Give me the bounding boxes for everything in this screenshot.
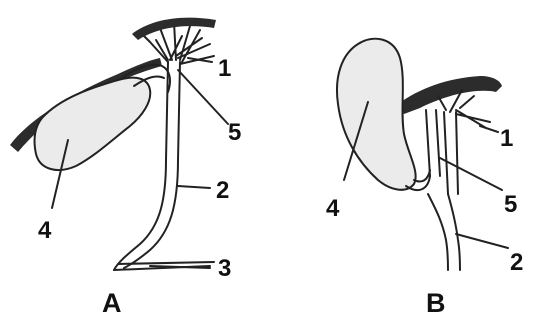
panel-label-a: A — [102, 288, 122, 318]
gallbladder-a — [34, 78, 150, 170]
label-b-2: 2 — [510, 249, 523, 276]
label-b-1: 1 — [500, 125, 513, 152]
panel-b: 1 5 4 2 B — [326, 39, 523, 318]
label-a-3: 3 — [218, 255, 231, 282]
common-bile-duct-b-wall-right — [448, 194, 460, 270]
common-bile-duct-b-wall-left — [428, 194, 448, 270]
leader-line-a-2 — [178, 186, 210, 188]
hepatic-duct-b-left — [426, 110, 440, 176]
panel-label-b: B — [426, 288, 446, 318]
leader-line-b-1 — [480, 126, 498, 132]
label-a-4: 4 — [38, 217, 52, 244]
label-b-4: 4 — [326, 195, 340, 222]
leader-line-b-2 — [456, 234, 508, 248]
hepatic-duct-b-right — [444, 112, 458, 194]
label-a-5: 5 — [228, 119, 241, 146]
label-b-5: 5 — [504, 191, 517, 218]
panel-a: 1 5 2 3 4 A — [10, 18, 241, 318]
label-a-2: 2 — [216, 177, 229, 204]
label-a-1: 1 — [218, 55, 231, 82]
liver-edge-shading-b — [398, 76, 502, 114]
leader-line-b-5 — [440, 158, 502, 190]
